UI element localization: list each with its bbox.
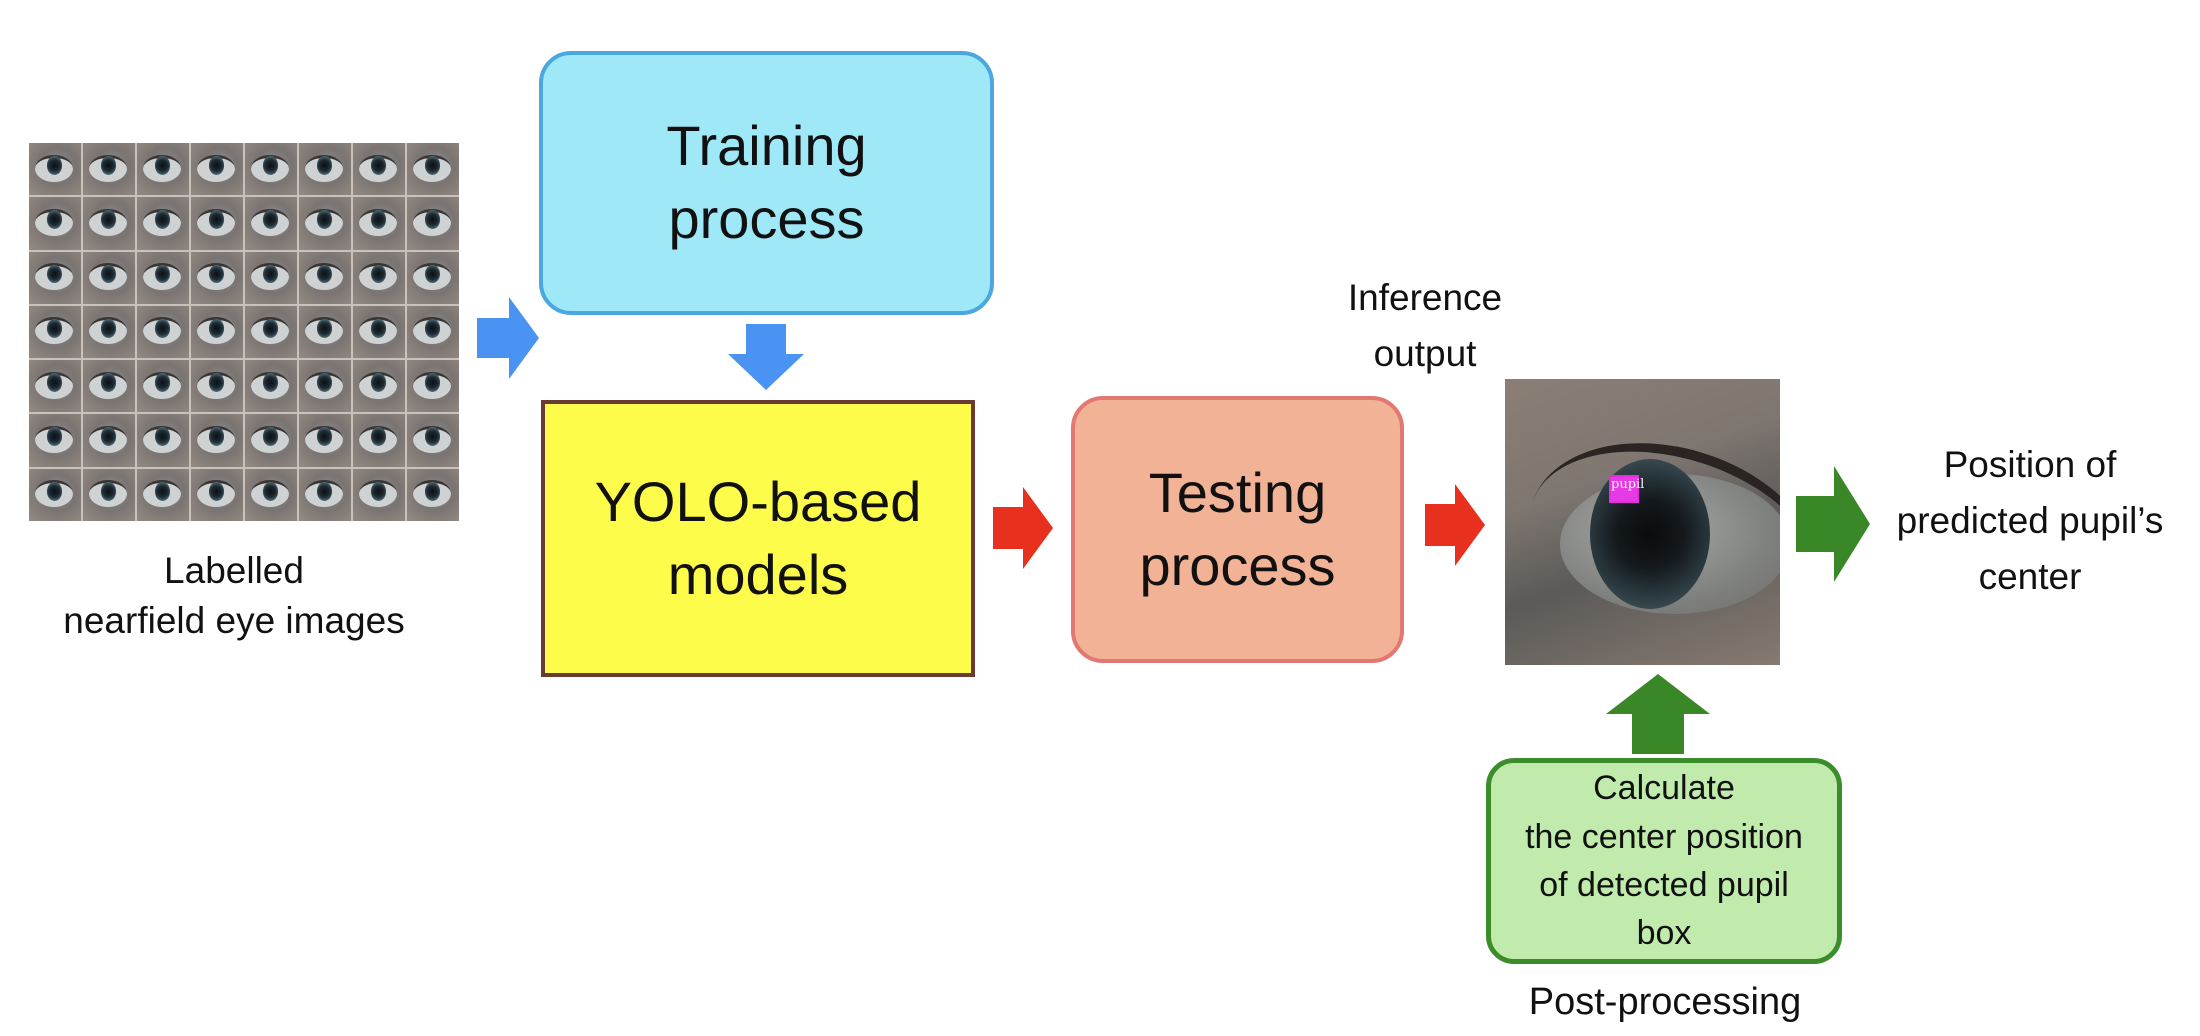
yolo-line1: YOLO-based xyxy=(594,469,922,533)
eye-thumbnail xyxy=(191,305,243,359)
eye-thumbnail xyxy=(299,143,351,196)
eye-thumbnail xyxy=(191,414,243,467)
eye-thumbnail xyxy=(191,360,243,413)
postproc-line1: Calculate xyxy=(1593,769,1735,808)
result-line3: center xyxy=(1978,556,2082,598)
eye-thumbnail xyxy=(29,305,81,359)
eye-thumbnail xyxy=(245,360,297,413)
pupil-detection-box: pupil xyxy=(1609,475,1644,503)
eye-thumbnail xyxy=(137,143,189,196)
eye-thumbnail xyxy=(29,360,81,413)
eye-thumbnail xyxy=(245,468,297,521)
eye-thumbnail xyxy=(407,414,459,467)
result-line1: Position of xyxy=(1943,444,2117,485)
eye-thumbnail xyxy=(83,197,135,250)
iris-shape xyxy=(1590,459,1710,609)
eye-thumbnail xyxy=(83,251,135,304)
eye-thumbnail xyxy=(137,305,189,359)
eye-thumbnail xyxy=(83,360,135,413)
eye-thumbnail xyxy=(83,305,135,359)
eye-thumbnail xyxy=(353,197,405,250)
training-line1: Training xyxy=(666,114,867,178)
eye-thumbnail xyxy=(353,143,405,196)
red-arrow-to-testing xyxy=(993,487,1053,569)
eye-thumbnail xyxy=(29,251,81,304)
eye-thumbnail xyxy=(353,414,405,467)
training-process-box: Training process xyxy=(539,51,994,315)
eye-thumbnail xyxy=(245,197,297,250)
yolo-models-box: YOLO-based models xyxy=(541,400,975,677)
inference-output-label: Inference output xyxy=(1310,270,1540,381)
eye-thumbnail xyxy=(407,143,459,196)
eye-thumbnail xyxy=(407,468,459,521)
postproc-line4: box xyxy=(1636,914,1692,953)
eye-thumbnail xyxy=(353,360,405,413)
input-label: Labelled nearfield eye images xyxy=(24,546,444,646)
eye-thumbnail xyxy=(299,360,351,413)
labelled-eye-images-grid xyxy=(29,143,459,521)
training-line2: process xyxy=(668,187,865,250)
eye-thumbnail xyxy=(353,305,405,359)
testing-line1: Testing xyxy=(1148,460,1327,524)
eye-thumbnail xyxy=(29,468,81,521)
eye-thumbnail xyxy=(299,414,351,467)
eye-thumbnail xyxy=(191,197,243,250)
green-arrow-right xyxy=(1796,466,1870,582)
result-line2: predicted pupil’s xyxy=(1896,500,2164,542)
red-arrow-to-inference xyxy=(1425,484,1485,566)
testing-line2: process xyxy=(1139,533,1336,597)
eye-thumbnail xyxy=(299,197,351,250)
eye-thumbnail xyxy=(245,251,297,304)
eye-thumbnail xyxy=(137,414,189,467)
eye-thumbnail xyxy=(137,468,189,521)
eye-thumbnail xyxy=(29,197,81,250)
eye-thumbnail xyxy=(137,251,189,304)
eye-thumbnail xyxy=(299,251,351,304)
eye-thumbnail xyxy=(353,251,405,304)
postproc-line2: the center position xyxy=(1525,817,1803,856)
input-label-line2: nearfield eye images xyxy=(63,599,405,641)
result-label: Position of predicted pupil’s center xyxy=(1870,437,2190,606)
eye-thumbnail xyxy=(83,468,135,521)
input-label-line1: Labelled xyxy=(164,550,304,591)
yolo-line2: models xyxy=(667,542,849,606)
blue-arrow-right xyxy=(477,297,539,379)
eye-thumbnail xyxy=(137,197,189,250)
postproc-line3: of detected pupil xyxy=(1539,866,1789,904)
eye-thumbnail xyxy=(29,414,81,467)
eye-thumbnail xyxy=(299,305,351,359)
eye-thumbnail xyxy=(83,143,135,196)
eye-thumbnail xyxy=(29,143,81,196)
eye-thumbnail xyxy=(407,360,459,413)
eye-thumbnail xyxy=(191,143,243,196)
eye-thumbnail xyxy=(83,414,135,467)
green-arrow-up xyxy=(1606,674,1710,754)
eye-thumbnail xyxy=(191,251,243,304)
blue-arrow-down xyxy=(728,324,804,390)
eye-thumbnail xyxy=(407,197,459,250)
inference-line2: output xyxy=(1373,332,1477,374)
inference-line1: Inference xyxy=(1347,277,1503,318)
eye-thumbnail xyxy=(407,251,459,304)
inference-output-eye-image: pupil xyxy=(1505,379,1780,665)
eye-thumbnail xyxy=(245,143,297,196)
eye-thumbnail xyxy=(299,468,351,521)
post-processing-box: Calculate the center position of detecte… xyxy=(1486,758,1842,964)
eye-thumbnail xyxy=(191,468,243,521)
eye-thumbnail xyxy=(407,305,459,359)
testing-process-box: Testing process xyxy=(1071,396,1404,663)
eye-thumbnail xyxy=(245,414,297,467)
post-processing-caption: Post-processing xyxy=(1528,981,1802,1023)
eye-thumbnail xyxy=(353,468,405,521)
eye-thumbnail xyxy=(245,305,297,359)
eye-thumbnail xyxy=(137,360,189,413)
